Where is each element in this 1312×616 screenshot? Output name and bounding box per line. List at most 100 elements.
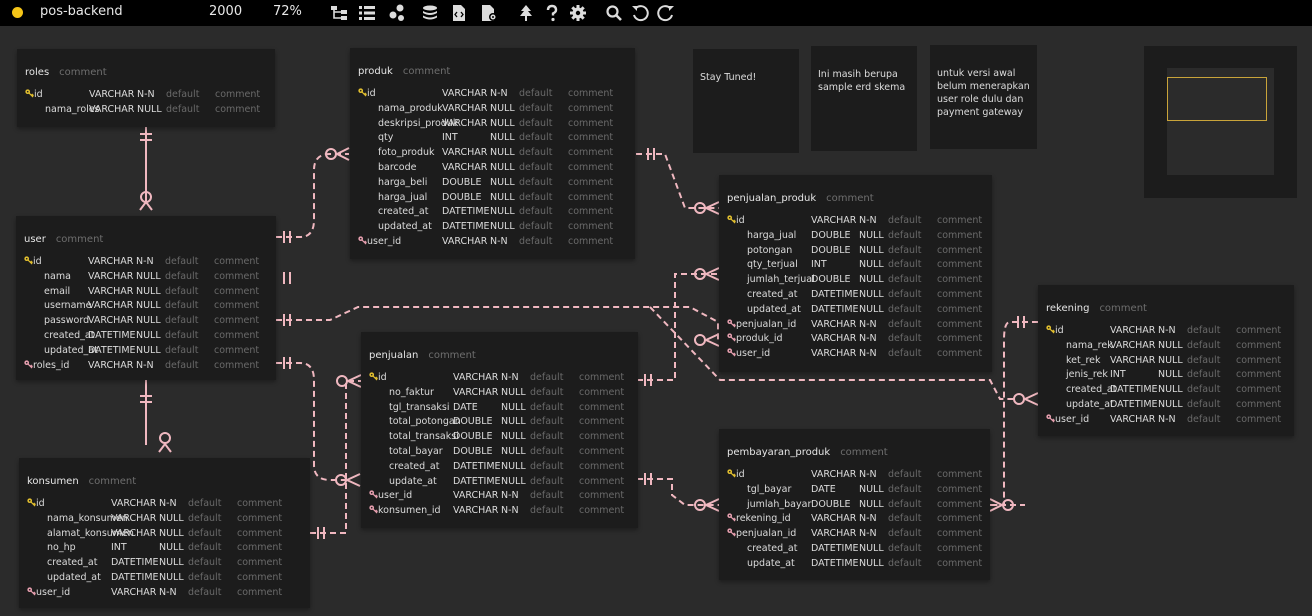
list-icon[interactable] — [357, 3, 377, 23]
note-sample-erd[interactable]: Ini masih berupa sample erd skema — [811, 46, 917, 151]
project-name[interactable]: pos-backend — [40, 4, 123, 19]
database-icon[interactable] — [420, 3, 440, 23]
undo-icon[interactable] — [630, 3, 650, 23]
search-icon[interactable] — [604, 3, 624, 23]
sql-icon[interactable] — [449, 3, 469, 23]
canvas-size[interactable]: 2000 — [209, 4, 243, 19]
gear-icon[interactable] — [568, 3, 588, 23]
column-type: VARCHAR — [88, 270, 134, 282]
help-icon[interactable] — [542, 3, 562, 23]
settings-file-icon[interactable] — [479, 3, 499, 23]
tree-icon[interactable] — [516, 3, 536, 23]
minimap[interactable] — [1144, 46, 1297, 198]
note-versi-awal[interactable]: untuk versi awal belum menerapkan user r… — [930, 45, 1037, 149]
zoom-level[interactable]: 72% — [273, 4, 302, 19]
relationship-icon[interactable] — [387, 3, 407, 23]
minimap-viewport[interactable] — [1167, 77, 1267, 121]
note-stay-tuned[interactable]: Stay Tuned! — [693, 49, 799, 153]
redo-icon[interactable] — [656, 3, 676, 23]
auto-layout-icon[interactable] — [329, 3, 349, 23]
column-comment: comment — [214, 359, 260, 371]
